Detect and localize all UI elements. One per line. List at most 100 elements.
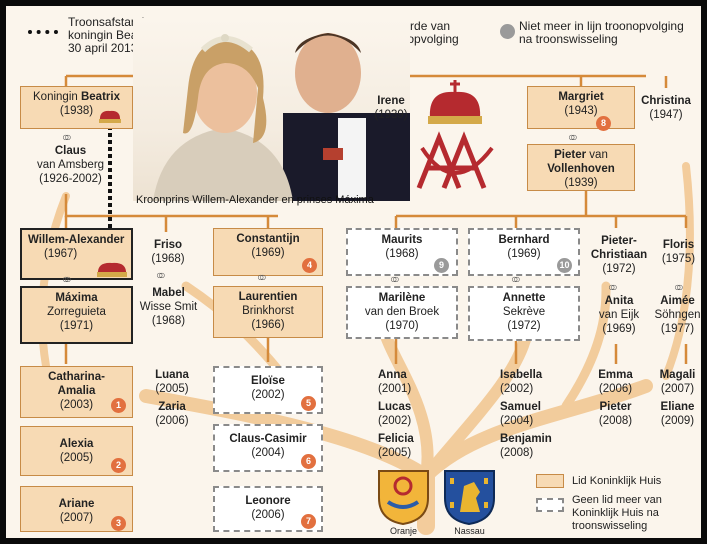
person-margriet: Margriet (1943) (527, 86, 635, 129)
order-badge: 1 (111, 398, 126, 413)
eliane-year: (2009) (660, 415, 695, 427)
person-zaria: Zaria (2006) (142, 400, 202, 428)
amalia-name-1: Catharina- (48, 371, 105, 383)
person-friso: Friso (1968) (138, 238, 198, 266)
isabella-name: Isabella (500, 369, 543, 381)
lucas-year: (2002) (378, 415, 412, 427)
crown-icon (428, 80, 482, 124)
annette-year: (1972) (507, 320, 541, 332)
person-magali: Magali (2007) (654, 368, 701, 396)
oranje-shield-icon (378, 470, 429, 526)
order-badge: 3 (111, 516, 126, 531)
christina-year: (1947) (649, 109, 683, 121)
samuel-year: (2004) (500, 415, 534, 427)
oranje-label: Oranje (389, 526, 417, 536)
zaria-year: (2006) (155, 415, 189, 427)
grey-badge-icon (500, 24, 515, 39)
laurentien-year: (1966) (251, 319, 285, 331)
person-mabel: Mabel Wisse Smit (1968) (131, 286, 206, 328)
eloise-name: Eloïse (251, 375, 285, 387)
maxima-surname: Zorreguieta (47, 306, 106, 318)
beatrix-name: Beatrix (80, 91, 120, 103)
alexia-year: (2005) (59, 452, 94, 464)
eliane-name: Eliane (660, 401, 695, 413)
person-maxima: Máxima Zorreguieta (1971) (20, 286, 133, 344)
couple-photo-illustration (153, 33, 410, 201)
member-legend-label: Lid Koninklijk Huis (572, 475, 662, 487)
pieter-christiaan-name-1: Pieter- (601, 235, 637, 247)
amalia-year: (2003) (59, 399, 94, 411)
order-badge: 8 (596, 116, 611, 131)
annette-surname: Sekrève (502, 306, 546, 318)
monogram-icon (416, 131, 494, 189)
margriet-year: (1943) (564, 105, 598, 117)
leonore-name: Leonore (245, 495, 291, 507)
person-felicia: Felicia (2005) (378, 432, 428, 460)
emma-year: (2006) (598, 383, 633, 395)
pieter-christiaan-year: (1972) (602, 263, 636, 275)
willem-year: (1967) (44, 248, 78, 260)
anna-name: Anna (378, 369, 407, 381)
order-badge: 5 (301, 396, 316, 411)
leonore-year: (2006) (251, 509, 285, 521)
person-anita: Anita van Eijk (1969) (584, 294, 654, 336)
isabella-year: (2002) (500, 383, 534, 395)
laurentien-surname: Brinkhorst (242, 305, 294, 317)
wedding-rings-icon: ○○ (156, 268, 165, 282)
wedding-rings-icon: ○○ (511, 272, 520, 286)
benjamin-name: Benjamin (500, 433, 552, 445)
photo-caption: Kroonprins Willem-Alexander en prinses M… (136, 194, 374, 206)
person-laurentien: Laurentien Brinkhorst (1966) (213, 286, 323, 338)
wedding-rings-icon: ○○ (62, 130, 71, 144)
felicia-year: (2005) (378, 447, 412, 459)
amalia-name-2: Amalia (57, 385, 96, 397)
friso-name: Friso (153, 239, 183, 251)
person-eliane: Eliane (2009) (654, 400, 701, 428)
nassau-label: Nassau (454, 526, 485, 536)
aimee-surname: Söhngen (654, 309, 701, 321)
magali-year: (2007) (660, 383, 695, 395)
lucas-name: Lucas (378, 401, 412, 413)
magali-name: Magali (659, 369, 696, 381)
person-maurits: Maurits (1968) (346, 228, 458, 276)
pieter2-name: Pieter (599, 401, 632, 413)
person-pieter: Pieter (2008) (588, 400, 643, 428)
person-isabella: Isabella (2002) (500, 368, 570, 396)
laurentien-name: Laurentien (238, 291, 298, 303)
pieter2-year: (2008) (598, 415, 633, 427)
annette-name: Annette (502, 292, 546, 304)
person-samuel: Samuel (2004) (500, 400, 570, 428)
irene-year: (1939) (374, 109, 408, 121)
couple-photo (133, 18, 410, 201)
maurits-name: Maurits (381, 234, 423, 246)
anita-surname: van Eijk (598, 309, 640, 321)
marilene-surname: van den Broek (364, 306, 440, 318)
floris-year: (1975) (661, 253, 696, 265)
person-marilene: Marilène van den Broek (1970) (346, 286, 458, 339)
royal-family-tree: Troonsafstand koningin Beatrix 30 april … (6, 6, 701, 538)
wedding-rings-icon: ○○ (390, 272, 399, 286)
felicia-name: Felicia (378, 433, 414, 445)
aimee-year: (1977) (660, 323, 695, 335)
benjamin-year: (2008) (500, 447, 534, 459)
marilene-name: Marilène (378, 292, 426, 304)
alexia-name: Alexia (59, 438, 94, 450)
anna-year: (2001) (378, 383, 412, 395)
person-emma: Emma (2006) (588, 368, 643, 396)
zaria-name: Zaria (158, 401, 186, 413)
person-claus: Claus van Amsberg (1926-2002) (18, 144, 123, 186)
person-aimee: Aimée Söhngen (1977) (654, 294, 701, 336)
aimee-name: Aimée (660, 295, 695, 307)
pieter-vv-year: (1939) (564, 177, 598, 189)
wedding-rings-icon: ○○ (674, 280, 683, 294)
samuel-name: Samuel (500, 401, 541, 413)
claus-casimir-name: Claus-Casimir (229, 433, 307, 445)
person-pieter-van-vollenhoven: Pieter van Vollenhoven (1939) (527, 144, 635, 191)
floris-name: Floris (662, 239, 695, 251)
irene-name: Irene (377, 95, 405, 107)
order-badge: 2 (111, 458, 126, 473)
order-badge: 7 (301, 514, 316, 529)
bernhard-name: Bernhard (498, 234, 550, 246)
person-annette: Annette Sekrève (1972) (468, 286, 580, 341)
constantijn-year: (1969) (251, 247, 285, 259)
